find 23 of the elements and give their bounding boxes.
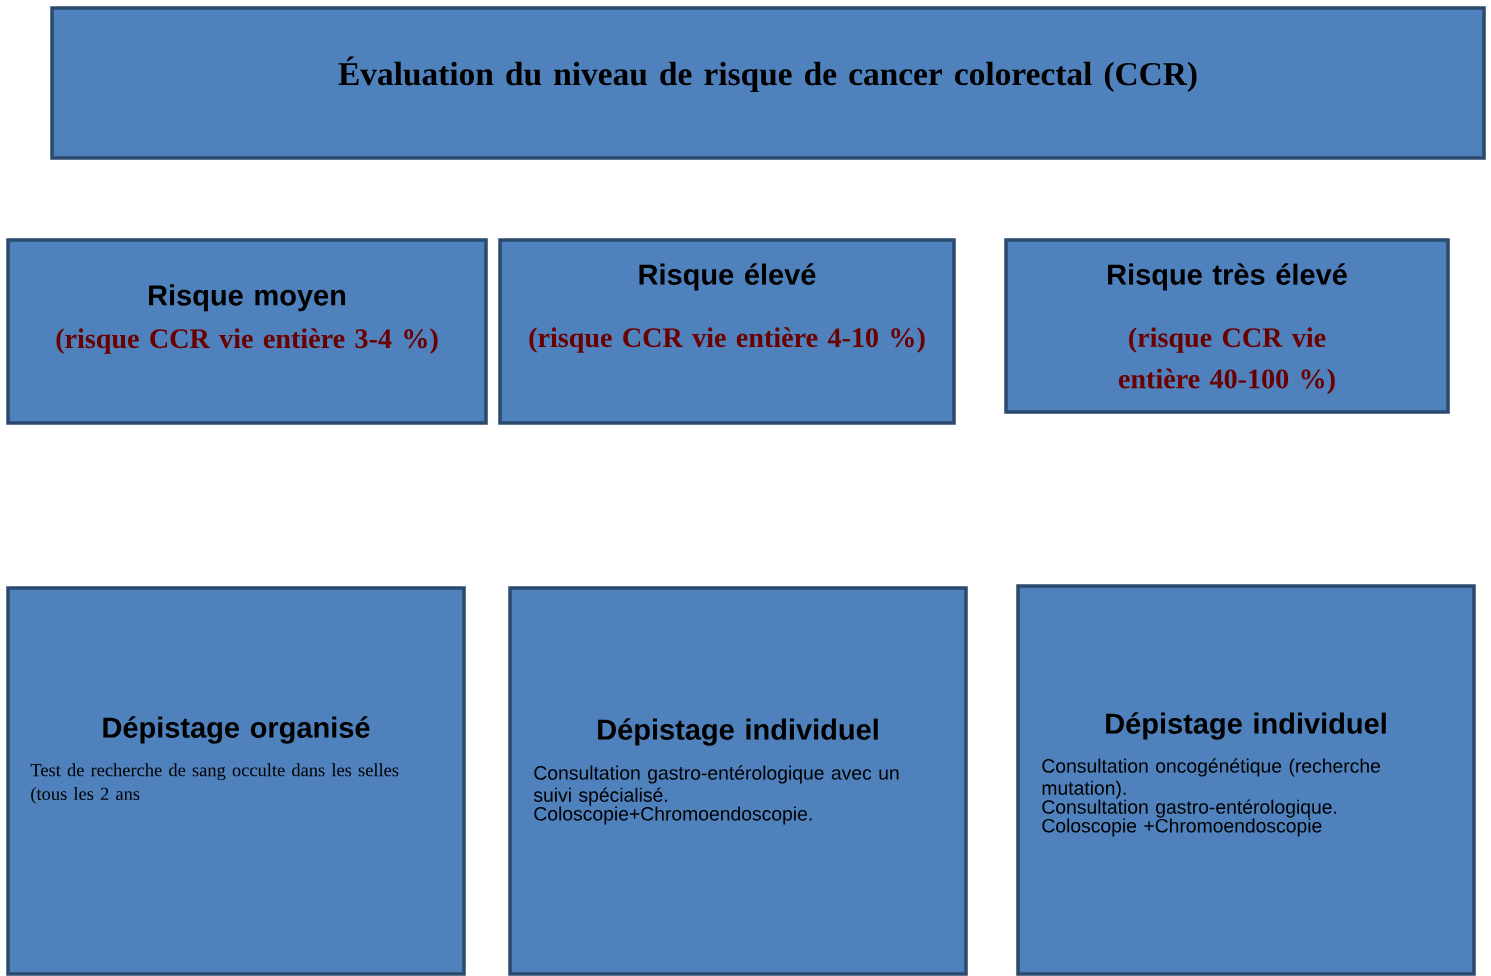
risk-percentage: (risque CCR vie entière 3-4 %) — [56, 328, 438, 354]
box-heading: Dépistage organisé — [103, 716, 370, 744]
box-heading: Dépistage individuel — [1106, 712, 1386, 740]
screening-box — [508, 586, 968, 976]
risk-percentage: (risque CCR vie entière 40-100 %) — [1118, 327, 1335, 395]
title-box — [50, 6, 1486, 160]
box-title: Évaluation du niveau de risque de cancer colorectal (CCR) — [338, 56, 1197, 93]
screening-box — [1016, 584, 1476, 976]
box-text: Coloscopie +Chromoendoscopie — [1042, 818, 1322, 837]
risk-level-box — [498, 238, 956, 425]
box-heading: Risque très élevé — [1108, 263, 1347, 291]
box-heading: Dépistage individuel — [598, 718, 878, 746]
box-heading: Risque élevé — [639, 263, 816, 291]
box-text: Consultation gastro-entérologique avec un suivi spécialisé. — [533, 765, 899, 806]
box-heading: Risque moyen — [149, 284, 346, 312]
box-text: Consultation oncogénétique (recherche mutation). — [1042, 758, 1380, 799]
screening-box — [6, 586, 466, 976]
risk-percentage: (risque CCR vie entière 4-10 %) — [529, 327, 925, 353]
box-text: Test de recherche de sang occulte dans les selles (tous les 2 ans — [30, 763, 399, 804]
risk-level-box — [6, 238, 488, 425]
risk-level-box — [1004, 238, 1450, 414]
box-text: Consultation gastro-entérologique. — [1042, 799, 1337, 818]
box-text: Coloscopie+Chromoendoscopie. — [534, 806, 812, 825]
